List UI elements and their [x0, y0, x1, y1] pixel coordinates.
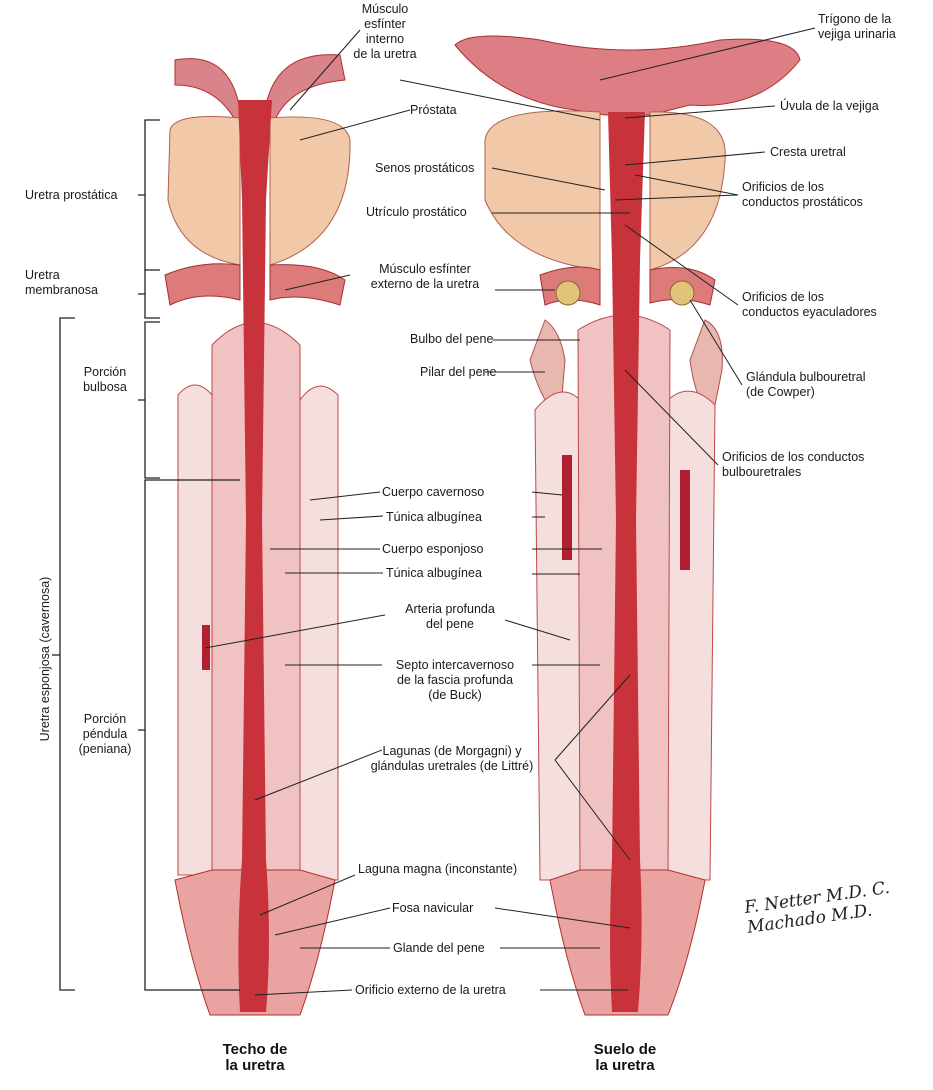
bulbourethral-gland-left — [555, 280, 581, 306]
left-prostate — [167, 116, 241, 266]
left-bladder-muscle — [174, 54, 346, 121]
label-prostatic-sinuses: Senos prostáticos — [375, 161, 475, 175]
caption-floor: Suelo de la uretra — [593, 1041, 657, 1074]
label-deep-artery: Arteria profunda del pene — [405, 602, 495, 631]
label-prostate: Próstata — [410, 103, 457, 117]
label-navicular-fossa: Fosa navicular — [392, 901, 474, 915]
right-prostate — [484, 110, 601, 271]
label-tunica-2: Túnica albugínea — [386, 566, 482, 580]
label-internal-sphincter: Músculo esfínter interno de la uretra — [353, 2, 417, 61]
label-ejaculatory-duct-orifices: Orificios de los conductos eyaculadores — [742, 290, 877, 319]
bladder — [454, 35, 801, 116]
label-uvula: Úvula de la vejiga — [780, 99, 879, 113]
leader-lines — [204, 27, 816, 996]
label-lacuna-magna: Laguna magna (inconstante) — [358, 862, 518, 876]
label-lacunae: Lagunas (de Morgagni) y glándulas uretra… — [370, 744, 534, 773]
caption-roof: Techo de la uretra — [222, 1041, 288, 1074]
label-trigone: Trígono de la vejiga urinaria — [818, 12, 896, 41]
label-urethral-crest: Cresta uretral — [770, 145, 846, 159]
label-external-sphincter: Músculo esfínter externo de la uretra — [370, 262, 480, 291]
left-urethra — [238, 100, 272, 1012]
right-urethra — [608, 112, 645, 1012]
label-bulbourethral-duct-orifices: Orificios de los conductos bulbouretrale… — [722, 450, 865, 479]
label-external-orifice: Orificio externo de la uretra — [355, 983, 506, 997]
label-glans: Glande del pene — [393, 941, 485, 955]
label-bulbourethral-gland: Glándula bulbouretral (de Cowper) — [746, 370, 866, 399]
region-brackets — [52, 119, 240, 991]
label-tunica-1: Túnica albugínea — [386, 510, 482, 524]
label-bulb: Bulbo del pene — [410, 332, 494, 346]
bulbourethral-gland-right — [669, 280, 695, 306]
label-crus: Pilar del pene — [420, 365, 497, 379]
label-prostatic-duct-orifices: Orificios de los conductos prostáticos — [742, 180, 863, 209]
label-membranous-urethra: Uretra membranosa — [25, 268, 98, 297]
label-prostatic-utricle: Utrículo prostático — [366, 205, 467, 219]
label-prostatic-urethra: Uretra prostática — [25, 188, 118, 202]
label-corpus-cavernosum: Cuerpo cavernoso — [382, 485, 485, 499]
left-external-sphincter — [164, 263, 241, 306]
label-bulbous-portion: Porción bulbosa — [83, 365, 127, 394]
right-figure — [454, 35, 801, 1016]
left-figure — [164, 54, 351, 1016]
label-corpus-spongiosum: Cuerpo esponjoso — [382, 542, 484, 556]
label-spongy-urethra: Uretra esponjosa (cavernosa) — [38, 576, 52, 742]
label-pendulous-portion: Porción péndula (peniana) — [78, 712, 132, 756]
label-septum: Septo intercavernoso de la fascia profun… — [395, 658, 515, 702]
